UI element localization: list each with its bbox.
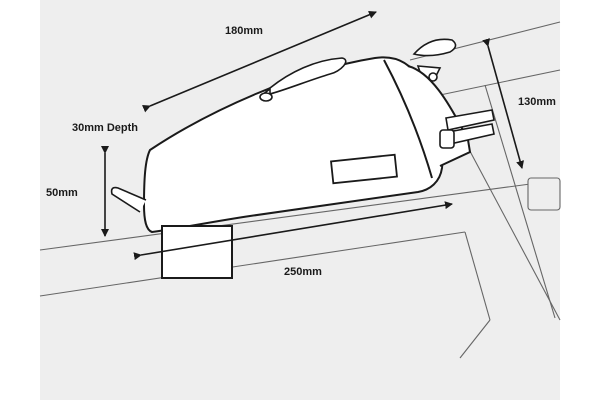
length-label: 180mm xyxy=(225,25,263,37)
bottom-length-arrow xyxy=(133,201,453,261)
tube-strap xyxy=(161,225,233,279)
rear-strap-loop xyxy=(110,186,147,213)
height-label: 50mm xyxy=(46,187,78,199)
dimension-arrows xyxy=(101,10,524,261)
bag-body xyxy=(142,56,472,234)
length-arrow xyxy=(142,10,377,113)
label-patch xyxy=(330,153,398,185)
bottom-length-label: 250mm xyxy=(284,266,322,278)
front-height-arrow xyxy=(482,38,524,169)
depth-label: 30mm Depth xyxy=(72,122,139,134)
front-height-label: 130mm xyxy=(518,96,556,108)
